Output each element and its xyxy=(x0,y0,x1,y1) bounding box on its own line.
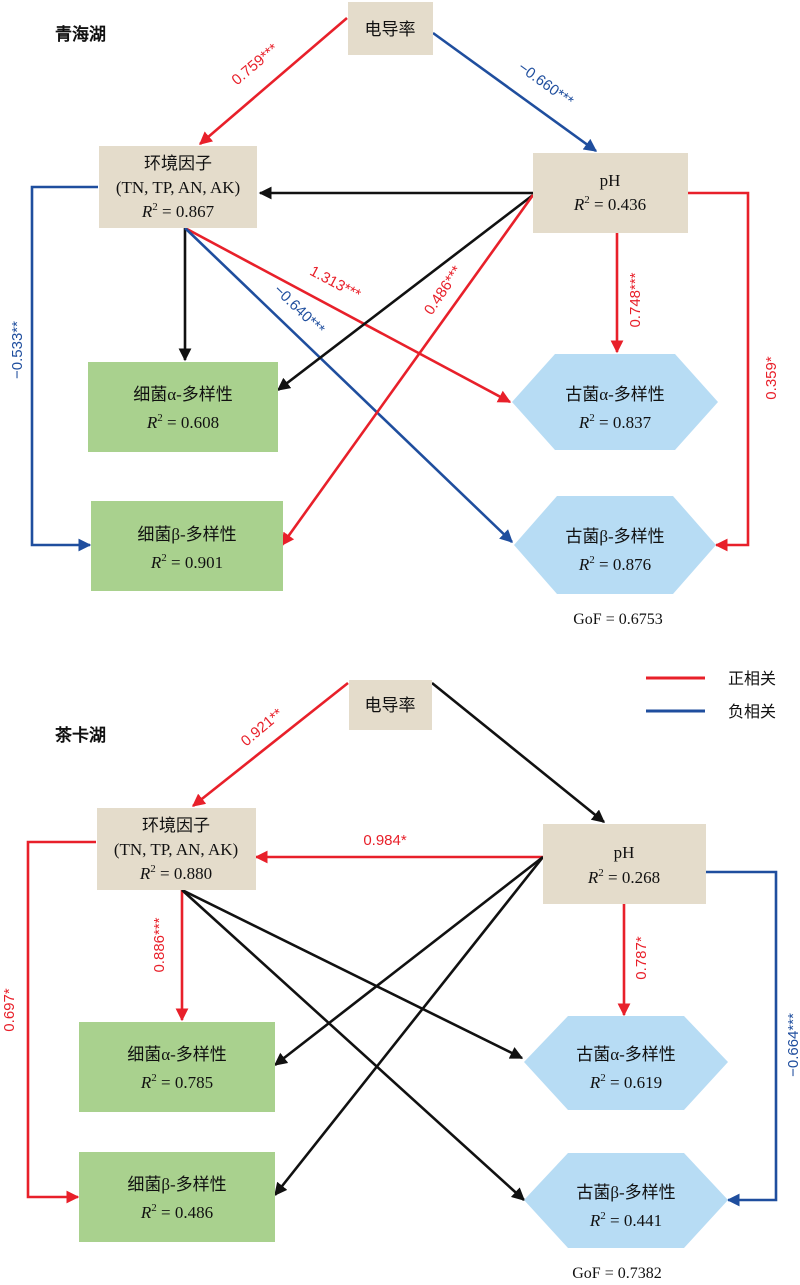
arrow-ec-env xyxy=(191,681,349,808)
panel-chaka: 茶卡湖 0.921** 0.984* 0.697* 0.886*** 0.787… xyxy=(1,680,800,1282)
svg-text:R2 = 0.785: R2 = 0.785 xyxy=(140,1072,213,1092)
svg-text:R2 = 0.486: R2 = 0.486 xyxy=(140,1202,213,1222)
node-ph: pH R2 = 0.436 xyxy=(533,153,688,233)
coef-ec-ph: −0.660*** xyxy=(515,59,577,110)
panel-qinghai: 青海湖 0.759*** −0.660*** −0.533** 1.313***… xyxy=(9,2,780,628)
svg-text:pH: pH xyxy=(614,843,635,862)
lake-title: 茶卡湖 xyxy=(55,725,106,746)
arrow-env-ab xyxy=(184,227,513,543)
node-archaea-alpha: 古菌α-多样性 R2 = 0.837 xyxy=(512,354,718,450)
coef-ph-ab: 0.359* xyxy=(763,356,780,400)
svg-text:(TN, TP, AN, AK): (TN, TP, AN, AK) xyxy=(114,840,238,859)
arrows xyxy=(26,681,778,1207)
node-archaea-alpha: 古菌α-多样性 R2 = 0.619 xyxy=(524,1016,728,1110)
svg-text:古菌β-多样性: 古菌β-多样性 xyxy=(565,527,664,546)
svg-text:古菌α-多样性: 古菌α-多样性 xyxy=(576,1045,676,1064)
svg-text:环境因子: 环境因子 xyxy=(144,154,212,173)
svg-text:R2 = 0.268: R2 = 0.268 xyxy=(587,867,660,887)
svg-text:pH: pH xyxy=(600,171,621,190)
coef-ph-ab: −0.664*** xyxy=(785,1013,800,1077)
arrow-ph-bb xyxy=(273,856,545,1197)
svg-text:细菌β-多样性: 细菌β-多样性 xyxy=(137,525,236,544)
svg-text:细菌α-多样性: 细菌α-多样性 xyxy=(133,385,233,404)
svg-text:R2 = 0.436: R2 = 0.436 xyxy=(573,194,646,214)
coef-ec-env: 0.921** xyxy=(238,705,287,750)
svg-text:环境因子: 环境因子 xyxy=(142,816,210,835)
svg-text:古菌β-多样性: 古菌β-多样性 xyxy=(576,1183,675,1202)
node-bacteria-alpha: 细菌α-多样性 R2 = 0.608 xyxy=(88,362,278,452)
node-env-factors: 环境因子 (TN, TP, AN, AK) R2 = 0.880 xyxy=(97,808,256,890)
node-bacteria-beta: 细菌β-多样性 R2 = 0.901 xyxy=(91,501,283,591)
arrow-env-aa xyxy=(181,888,524,1060)
coef-ph-aa: 0.748*** xyxy=(627,272,644,327)
lake-title: 青海湖 xyxy=(55,24,106,45)
arrow-env-bb xyxy=(30,185,98,552)
legend-positive-label: 正相关 xyxy=(728,669,776,688)
svg-text:细菌α-多样性: 细菌α-多样性 xyxy=(127,1045,227,1064)
arrow-ph-ba xyxy=(276,193,534,392)
svg-text:R2 = 0.867: R2 = 0.867 xyxy=(141,201,215,221)
coef-env-ba: 0.886*** xyxy=(151,917,168,972)
svg-text:R2 = 0.837: R2 = 0.837 xyxy=(578,412,652,432)
node-bacteria-beta: 细菌β-多样性 R2 = 0.486 xyxy=(79,1152,275,1242)
arrow-ph-ab xyxy=(688,191,750,552)
legend: 正相关 负相关 xyxy=(646,669,776,721)
arrow-ph-ab xyxy=(706,870,778,1207)
node-bacteria-alpha: 细菌α-多样性 R2 = 0.785 xyxy=(79,1022,275,1112)
node-env-factors: 环境因子 (TN, TP, AN, AK) R2 = 0.867 xyxy=(99,146,257,228)
svg-text:R2 = 0.901: R2 = 0.901 xyxy=(150,552,223,572)
svg-text:电导率: 电导率 xyxy=(365,20,416,39)
gof-label: GoF = 0.6753 xyxy=(573,611,662,628)
coef-ph-env: 0.984* xyxy=(363,832,407,849)
svg-text:细菌β-多样性: 细菌β-多样性 xyxy=(127,1175,226,1194)
coef-env-bb: −0.533** xyxy=(9,321,26,379)
arrow-ec-ph xyxy=(431,681,606,824)
svg-text:(TN, TP, AN, AK): (TN, TP, AN, AK) xyxy=(116,178,240,197)
svg-text:R2 = 0.876: R2 = 0.876 xyxy=(578,554,651,574)
node-conductivity: 电导率 xyxy=(348,2,433,55)
node-conductivity: 电导率 xyxy=(349,680,432,730)
node-archaea-beta: 古菌β-多样性 R2 = 0.441 xyxy=(524,1153,728,1248)
arrow-ec-env xyxy=(199,17,348,145)
svg-text:电导率: 电导率 xyxy=(365,696,416,715)
arrows xyxy=(30,17,750,552)
svg-text:R2 = 0.608: R2 = 0.608 xyxy=(146,412,219,432)
arrow-env-aa xyxy=(184,226,512,404)
coef-ph-bb: 0.486*** xyxy=(421,263,466,318)
legend-negative-label: 负相关 xyxy=(728,702,776,721)
svg-text:R2 = 0.619: R2 = 0.619 xyxy=(589,1072,662,1092)
gof-label: GoF = 0.7382 xyxy=(572,1265,661,1282)
svg-text:R2 = 0.880: R2 = 0.880 xyxy=(139,863,212,883)
svg-text:古菌α-多样性: 古菌α-多样性 xyxy=(565,385,665,404)
arrow-ec-ph xyxy=(432,31,598,153)
svg-text:R2 = 0.441: R2 = 0.441 xyxy=(589,1210,662,1230)
coef-ph-aa: 0.787* xyxy=(633,936,650,980)
coef-env-bb: 0.697* xyxy=(1,988,18,1032)
arrow-env-bb xyxy=(26,840,96,1204)
node-ph: pH R2 = 0.268 xyxy=(543,824,706,904)
node-archaea-beta: 古菌β-多样性 R2 = 0.876 xyxy=(514,496,716,594)
arrow-env-ab xyxy=(181,889,525,1201)
arrow-ph-ba xyxy=(273,855,544,1067)
arrow-ph-bb xyxy=(280,194,535,547)
